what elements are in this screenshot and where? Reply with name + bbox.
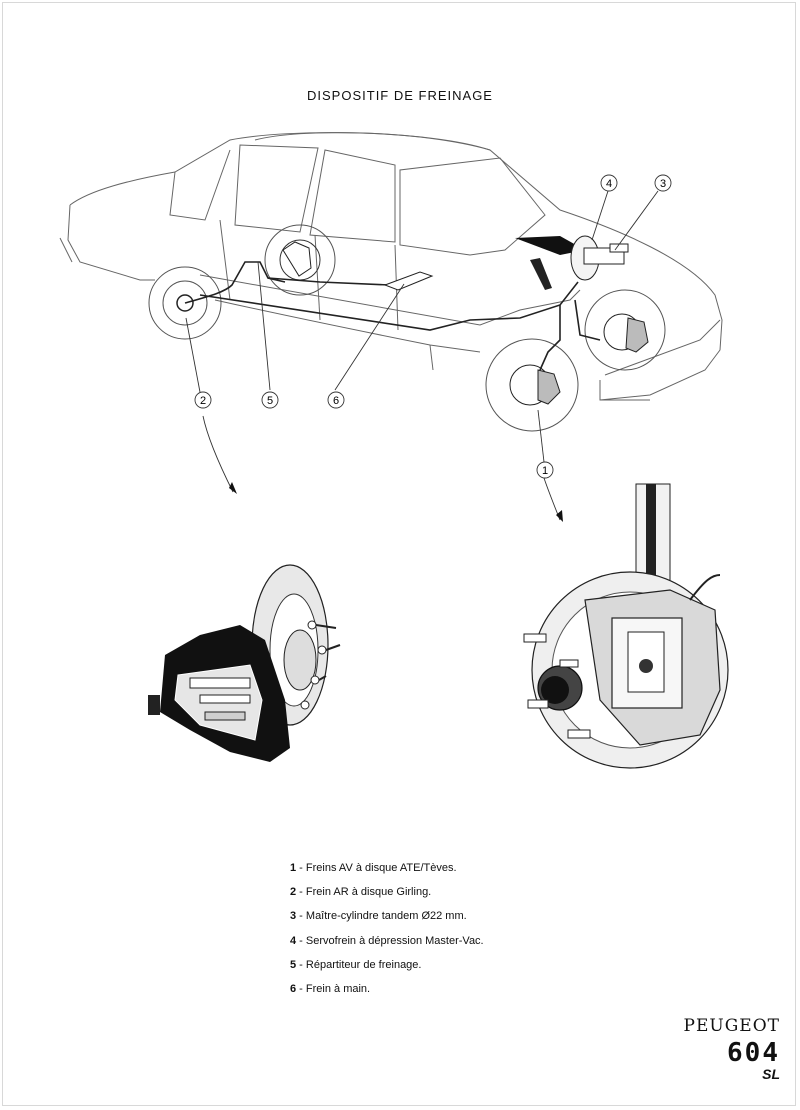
wheel-front-left: [485, 338, 579, 432]
callout-2-label: 2: [200, 395, 206, 407]
servo-and-master-cylinder: [515, 235, 629, 290]
brand-name: PEUGEOT: [683, 1016, 780, 1036]
handbrake-lever: [383, 271, 434, 291]
legend-item-number: 1: [290, 862, 297, 874]
rear-disc-brake-detail: [148, 564, 341, 762]
callout-1: 1: [536, 461, 554, 479]
callout-3: 3: [654, 174, 672, 192]
legend-item-text: Frein AR à disque Girling.: [305, 886, 432, 899]
diagram-title: DISPOSITIF DE FREINAGE: [307, 88, 493, 103]
legend-item: 6 - Frein à main.: [290, 983, 371, 996]
callout-2: 2: [194, 391, 212, 409]
legend-item: 1 - Freins AV à disque ATE/Tèves.: [290, 862, 457, 874]
legend-item-text: Répartiteur de freinage.: [305, 958, 422, 971]
legend-item-number: 3: [290, 910, 297, 923]
wheel-front-right: [584, 289, 666, 371]
callout-1-label: 1: [542, 465, 548, 477]
legend-item-number: 4: [290, 934, 297, 947]
callout-5: 5: [261, 391, 279, 409]
wheel-rear-right: [264, 224, 336, 296]
legend-item-text: Freins AV à disque ATE/Tèves.: [305, 862, 457, 874]
brand-trim: SL: [762, 1066, 780, 1082]
brand-logo: PEUGEOT 604 SL: [640, 1016, 780, 1082]
callout-3-label: 3: [660, 178, 666, 190]
legend-item-text: Maître-cylindre tandem Ø22 mm.: [305, 910, 467, 923]
legend-item-number: 6: [290, 983, 297, 996]
legend-item: 4 - Servofrein à dépression Master-Vac.: [290, 934, 484, 947]
car-outline: [59, 132, 723, 401]
legend-item-number: 2: [290, 886, 297, 899]
legend: 1 - Freins AV à disque ATE/Tèves. 2 - Fr…: [290, 856, 484, 1001]
callout-6: 6: [327, 391, 345, 409]
brand-model: 604: [727, 1038, 780, 1068]
callout-5-label: 5: [267, 395, 273, 407]
legend-item-number: 5: [290, 958, 297, 971]
legend-item: 3 - Maître-cylindre tandem Ø22 mm.: [290, 910, 467, 923]
legend-item: 2 - Frein AR à disque Girling.: [290, 886, 432, 899]
legend-item: 5 - Répartiteur de freinage.: [290, 958, 422, 971]
callout-4-label: 4: [606, 178, 612, 190]
legend-item-text: Servofrein à dépression Master-Vac.: [305, 934, 484, 947]
callout-4: 4: [600, 174, 618, 192]
front-disc-brake-detail: [523, 483, 729, 769]
arrowheads: [229, 482, 563, 522]
brake-lines: [184, 261, 601, 371]
callout-leaders: [185, 190, 659, 521]
wheel-rear-left: [148, 266, 222, 340]
callout-6-label: 6: [333, 395, 339, 407]
legend-item-text: Frein à main.: [305, 983, 371, 996]
